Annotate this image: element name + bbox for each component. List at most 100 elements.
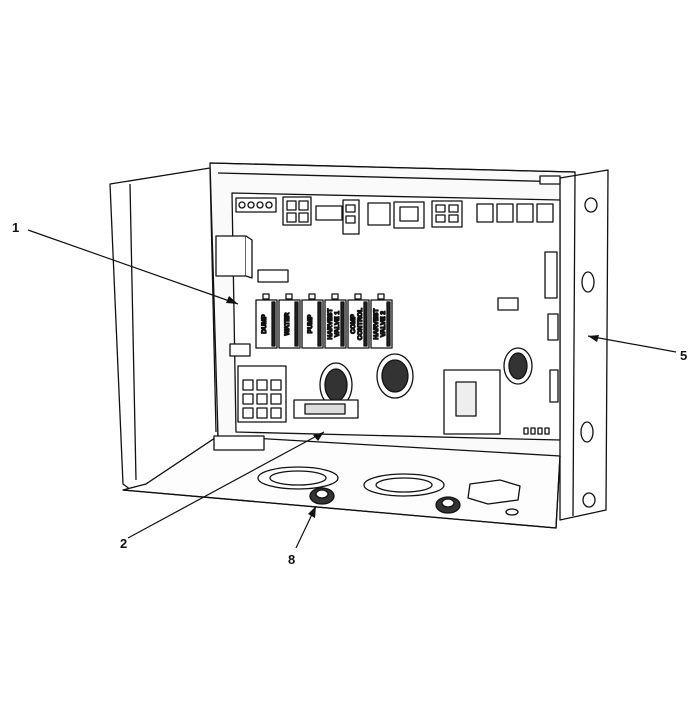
mount-hole-3: [580, 421, 594, 443]
floor-front-edge: [122, 455, 561, 529]
relay-label: COMPCONTROL: [350, 308, 364, 340]
side-connector-lower: [549, 369, 559, 403]
top-connector-3: [315, 205, 343, 221]
relay-label-line1: HARVEST: [373, 309, 380, 340]
relay-4: COMPCONTROL: [347, 293, 370, 349]
arrowhead-5: [588, 335, 599, 342]
terminal-4: [536, 203, 554, 223]
leader-line-5: [587, 335, 677, 353]
floor-knockout-1-inner: [269, 470, 327, 486]
wall-relay-box-side: [245, 235, 253, 279]
connector-pin: [247, 201, 255, 209]
connector-pin: [256, 393, 268, 405]
relay-side: [386, 301, 391, 347]
connector-pin: [448, 214, 459, 223]
connector-pin: [242, 407, 254, 419]
relay-side: [363, 301, 368, 347]
chip: [537, 427, 543, 435]
relay-label-line1: HARVEST: [327, 309, 334, 340]
relay-side: [340, 301, 345, 347]
chip: [530, 427, 536, 435]
relay-label: HARVESTVALVE 2: [373, 309, 387, 340]
callout-8: 8: [288, 552, 295, 567]
floor-knockout-2-inner: [375, 477, 433, 493]
small-connector: [257, 269, 289, 283]
connector-pin: [270, 393, 282, 405]
flange-tab: [539, 175, 561, 185]
relay-tab: [308, 293, 316, 300]
connector-pin: [256, 379, 268, 391]
side-pin-header: [544, 251, 558, 299]
top-rim: [209, 162, 576, 183]
terminal-1: [476, 203, 494, 223]
terminal-2: [496, 203, 514, 223]
connector-pin: [286, 200, 297, 211]
connector-pin: [345, 204, 356, 213]
relay-3: HARVESTVALVE 1: [324, 293, 347, 349]
top-connector-5: [367, 202, 391, 226]
connector-pin: [238, 201, 246, 209]
floor-cutout: [467, 479, 521, 505]
connector-pin: [256, 201, 264, 209]
callout-5: 5: [680, 348, 687, 363]
relay-tab: [285, 293, 293, 300]
cable-fitting-2-hole: [441, 498, 455, 508]
connector-pin: [270, 407, 282, 419]
relay-label-line1: COMP: [350, 314, 357, 334]
cable-fitting-1-hole: [315, 489, 329, 499]
relay-side: [317, 301, 322, 347]
connector-pin: [242, 379, 254, 391]
relay-tab: [377, 293, 385, 300]
fuse: [304, 403, 346, 415]
relay-side: [294, 301, 299, 347]
connector-socket: [399, 206, 419, 222]
relay-tab: [331, 293, 339, 300]
connector-pin: [265, 201, 273, 209]
top-connector-1: [235, 197, 277, 213]
floor-hole: [505, 508, 519, 516]
small-component: [497, 297, 519, 311]
left-side-wall: [109, 167, 219, 491]
connector-pin: [298, 200, 309, 211]
jumper-block: [229, 343, 251, 357]
relay-5: HARVESTVALVE 2: [370, 293, 393, 349]
mount-hole-4: [582, 492, 596, 508]
callout-2: 2: [120, 536, 127, 551]
chip: [523, 427, 529, 435]
capacitor-1-top: [324, 368, 348, 402]
relay-label-line2: CONTROL: [357, 308, 364, 340]
mount-hole-2: [581, 271, 595, 293]
floor-label-plate: [213, 435, 265, 451]
mount-hole-1: [584, 197, 598, 213]
connector-pin: [270, 379, 282, 391]
chip: [544, 427, 550, 435]
connector-pin: [256, 407, 268, 419]
connector-pin: [345, 215, 356, 224]
leader-line-1: [27, 229, 239, 305]
capacitor-2-top: [381, 359, 409, 393]
connector-pin: [286, 212, 297, 223]
connector-pin: [435, 204, 446, 213]
relay-label: HARVESTVALVE 1: [327, 309, 341, 340]
relay-0: DUMP: [255, 293, 278, 349]
relay-label: WATER: [284, 312, 291, 335]
connector-pin: [435, 214, 446, 223]
relay-row: DUMP WATER PUMP HARVESTVALVE 1 COMPCONTROL HA…: [255, 293, 393, 349]
relay-1: WATER: [278, 293, 301, 349]
terminal-3: [516, 203, 534, 223]
transformer-core: [455, 381, 477, 417]
relay-tab: [354, 293, 362, 300]
connector-pin: [242, 393, 254, 405]
leader-line-2: [127, 431, 325, 539]
arrowhead-1: [226, 296, 238, 304]
connector-pin: [298, 212, 309, 223]
connector-pin: [448, 204, 459, 213]
wall-relay-box: [215, 235, 247, 277]
callout-1: 1: [12, 220, 19, 235]
relay-label: DUMP: [261, 314, 268, 334]
relay-label: PUMP: [307, 314, 314, 333]
right-flange: [559, 169, 609, 521]
relay-tab: [262, 293, 270, 300]
